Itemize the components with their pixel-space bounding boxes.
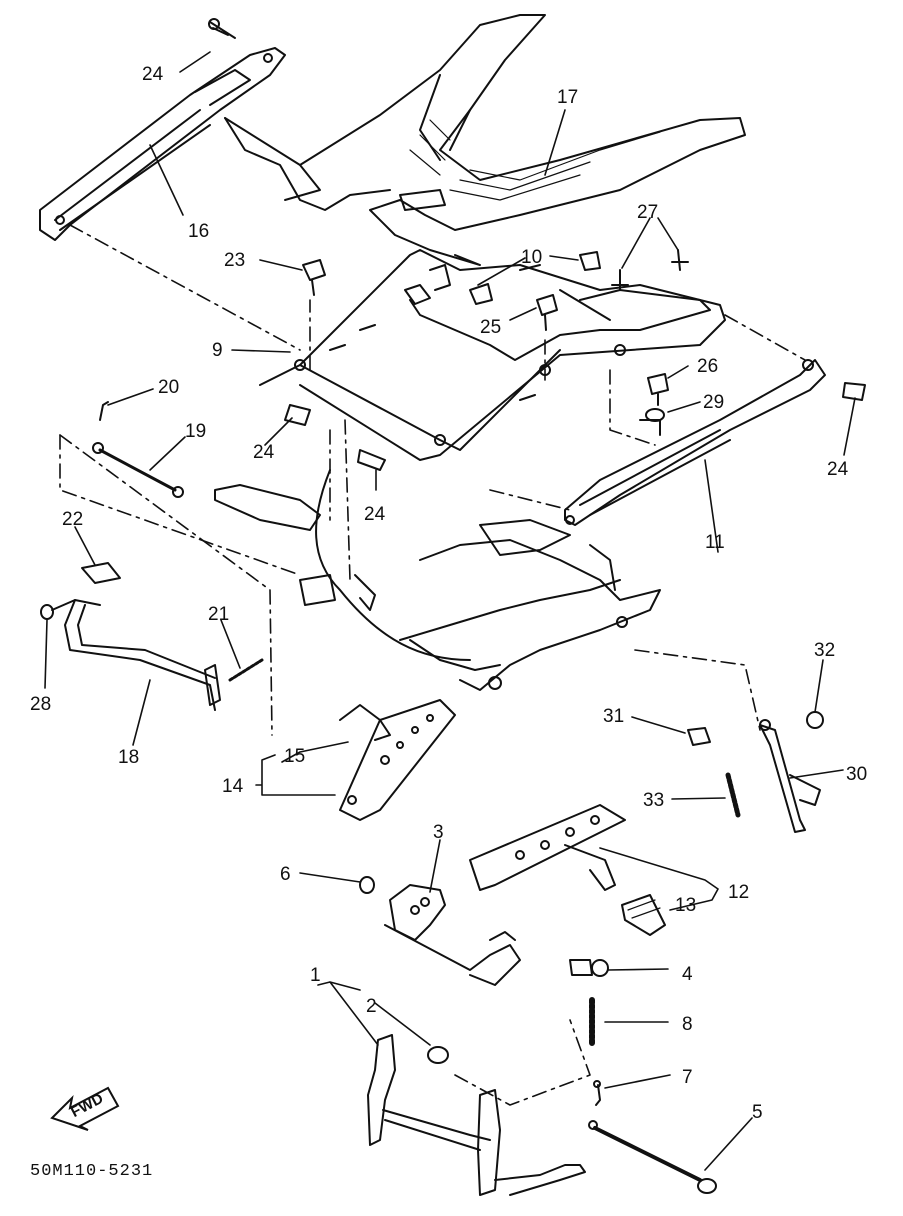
part-3-bracket: [359, 876, 609, 1048]
part-1-main-stand: [367, 711, 824, 1196]
callout-1: 1: [310, 965, 321, 986]
callout-11: 11: [705, 532, 725, 553]
callout-17: 17: [557, 87, 579, 108]
callout-30: 30: [846, 764, 868, 785]
main-floor-frame: [259, 249, 726, 461]
callout-10: 10: [521, 247, 543, 268]
callout-24-right: 24: [827, 459, 849, 480]
part-11-right-rail: [564, 359, 826, 526]
part-16-left-rail: [39, 18, 286, 241]
callout-23: 23: [224, 250, 246, 271]
callout-26: 26: [697, 356, 719, 377]
callout-22: 22: [62, 509, 84, 530]
callout-2: 2: [366, 996, 377, 1017]
callout-15: 15: [284, 746, 306, 767]
part-12-13-right-footrest: [469, 804, 666, 936]
callout-31: 31: [603, 706, 625, 727]
callout-3: 3: [433, 822, 444, 843]
callout-5: 5: [752, 1102, 763, 1123]
part-14-15-left-footrest: [339, 699, 456, 821]
callout-4: 4: [682, 964, 693, 985]
callout-27: 27: [637, 202, 659, 223]
part-17-floorboard: [224, 14, 746, 266]
callout-6: 6: [280, 864, 291, 885]
leader-lines: [44, 51, 856, 1171]
callout-25: 25: [480, 317, 502, 338]
callout-19: 19: [185, 421, 207, 442]
callout-24-top: 24: [142, 64, 164, 85]
callout-18: 18: [118, 747, 140, 768]
callout-33: 33: [643, 790, 665, 811]
callout-32: 32: [814, 640, 836, 661]
fwd-arrow-icon: [50, 1086, 120, 1131]
callout-9: 9: [212, 340, 223, 361]
callout-24-mid: 24: [364, 504, 386, 525]
callout-21: 21: [208, 604, 230, 625]
callout-20: 20: [158, 377, 180, 398]
callout-14: 14: [222, 776, 244, 797]
callout-24-mid-left: 24: [253, 442, 275, 463]
callout-28: 28: [30, 694, 52, 715]
callout-16: 16: [188, 221, 210, 242]
main-frame: [214, 469, 661, 691]
drawing-code: 50M110-5231: [30, 1162, 154, 1181]
fasteners: [40, 249, 866, 711]
callout-13: 13: [675, 895, 697, 916]
callout-8: 8: [682, 1014, 693, 1035]
callout-12: 12: [728, 882, 750, 903]
reference-lines: [59, 224, 806, 1106]
callout-7: 7: [682, 1067, 693, 1088]
callout-29: 29: [703, 392, 725, 413]
